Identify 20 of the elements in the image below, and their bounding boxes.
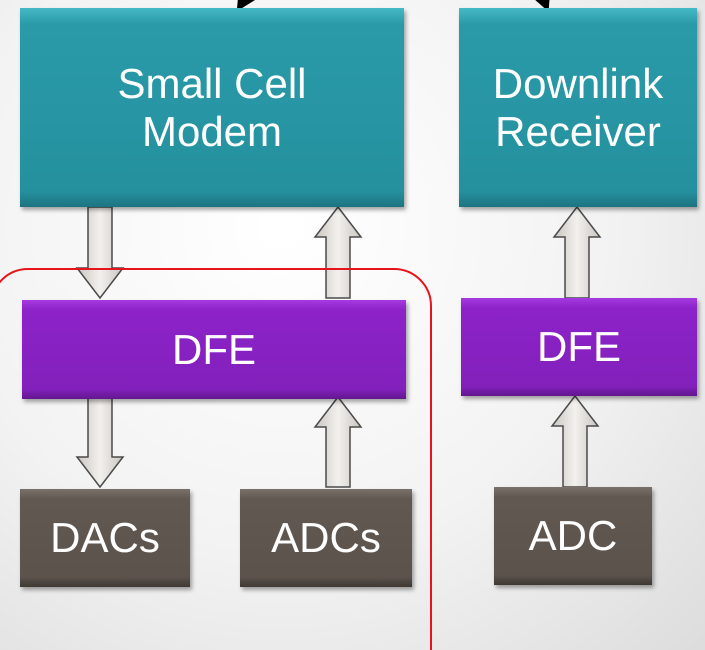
block-label: Downlink Receiver: [492, 60, 664, 155]
block-arrow: [313, 206, 363, 299]
block: [22, 300, 406, 399]
block-label: ADCs: [271, 514, 381, 562]
block: [459, 8, 697, 207]
block: [461, 298, 697, 396]
group-outline: [0, 268, 432, 650]
block-arrow: [550, 394, 600, 488]
block-label: DFE: [537, 323, 621, 371]
block-arrow: [75, 396, 125, 488]
block: [20, 489, 190, 587]
block: [240, 489, 412, 587]
block-arrow: [552, 206, 602, 299]
block-label: DACs: [50, 514, 160, 562]
block-arrow: [75, 206, 125, 300]
block-label: Small Cell Modem: [116, 60, 308, 155]
block: [20, 8, 404, 207]
block-label: ADC: [528, 512, 618, 560]
block-label: DFE: [172, 326, 256, 374]
block: [494, 487, 652, 585]
